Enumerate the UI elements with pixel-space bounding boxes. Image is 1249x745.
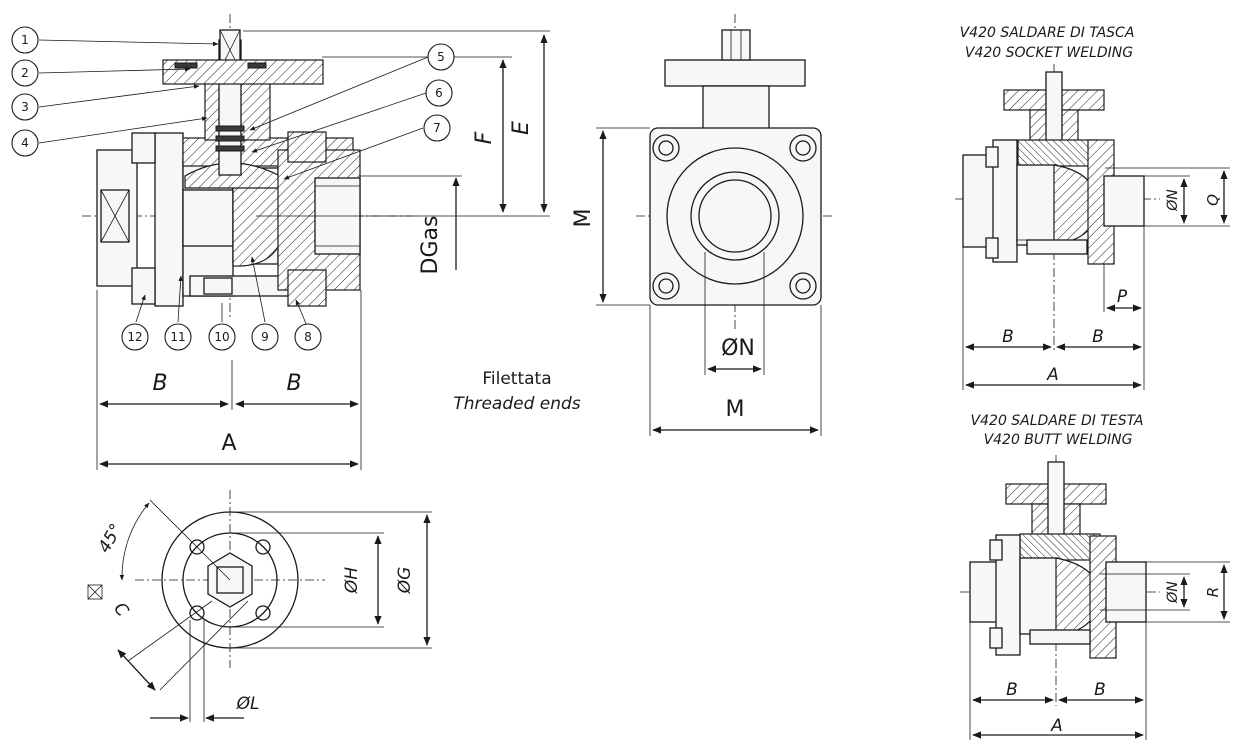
ends-caption-line1: Filettata <box>482 369 551 389</box>
top-angle-45: 45° <box>94 520 126 556</box>
callout-6: 6 <box>435 86 443 100</box>
top-dim-OH: ØH <box>342 567 362 594</box>
butt-dim-B-right: B <box>1094 680 1106 700</box>
main-section-view <box>82 14 550 470</box>
socket-dim-B-right: B <box>1092 327 1104 347</box>
side-dim-M-vertical: M <box>571 209 596 228</box>
socket-title-line2: V420 SOCKET WELDING <box>965 45 1133 61</box>
butt-dim-ON: ØN <box>1165 581 1181 604</box>
callout-7: 7 <box>433 121 441 135</box>
socket-welding-view <box>955 64 1230 390</box>
socket-dim-A: A <box>1046 365 1059 385</box>
top-dim-OL: ØL <box>236 694 260 714</box>
main-dim-DGas: DGas <box>418 216 443 275</box>
side-dim-ON: ØN <box>721 336 755 361</box>
butt-title-line1: V420 SALDARE DI TESTA <box>971 413 1144 429</box>
callout-2: 2 <box>21 66 29 80</box>
main-dim-E: E <box>509 121 534 135</box>
butt-welding-view <box>960 455 1230 740</box>
socket-dim-B-left: B <box>1002 327 1014 347</box>
socket-dim-P: P <box>1117 287 1128 307</box>
butt-dim-A: A <box>1050 716 1063 736</box>
callout-leaders <box>38 39 429 327</box>
socket-dim-ON: ØN <box>1165 189 1181 212</box>
main-dim-A: A <box>221 431 236 456</box>
butt-dim-R: R <box>1204 587 1222 597</box>
butt-title-line2: V420 BUTT WELDING <box>984 432 1133 448</box>
callout-9: 9 <box>261 330 269 344</box>
callout-3: 3 <box>21 100 29 114</box>
callout-1: 1 <box>21 33 29 47</box>
socket-title-line1: V420 SALDARE DI TASCA <box>960 25 1135 41</box>
callout-4: 4 <box>21 136 29 150</box>
callout-8: 8 <box>304 330 312 344</box>
butt-dim-B-left: B <box>1006 680 1018 700</box>
main-dim-B-right: B <box>286 371 301 396</box>
top-view <box>87 490 432 722</box>
ends-caption-line2: Threaded ends <box>453 394 580 414</box>
callout-bubbles: 1 2 3 4 5 6 7 8 9 10 11 12 <box>11 26 455 351</box>
side-view <box>596 14 835 436</box>
socket-dim-Q: Q <box>1204 194 1222 206</box>
main-dim-F: F <box>472 131 497 144</box>
callout-5: 5 <box>437 50 445 64</box>
top-dim-OG: ØG <box>395 567 415 595</box>
callout-11: 11 <box>170 330 185 344</box>
callout-12: 12 <box>127 330 142 344</box>
callout-10: 10 <box>214 330 229 344</box>
side-dim-M-horizontal: M <box>726 397 745 422</box>
top-dim-C: C <box>109 599 132 621</box>
main-dim-B-left: B <box>152 371 167 396</box>
